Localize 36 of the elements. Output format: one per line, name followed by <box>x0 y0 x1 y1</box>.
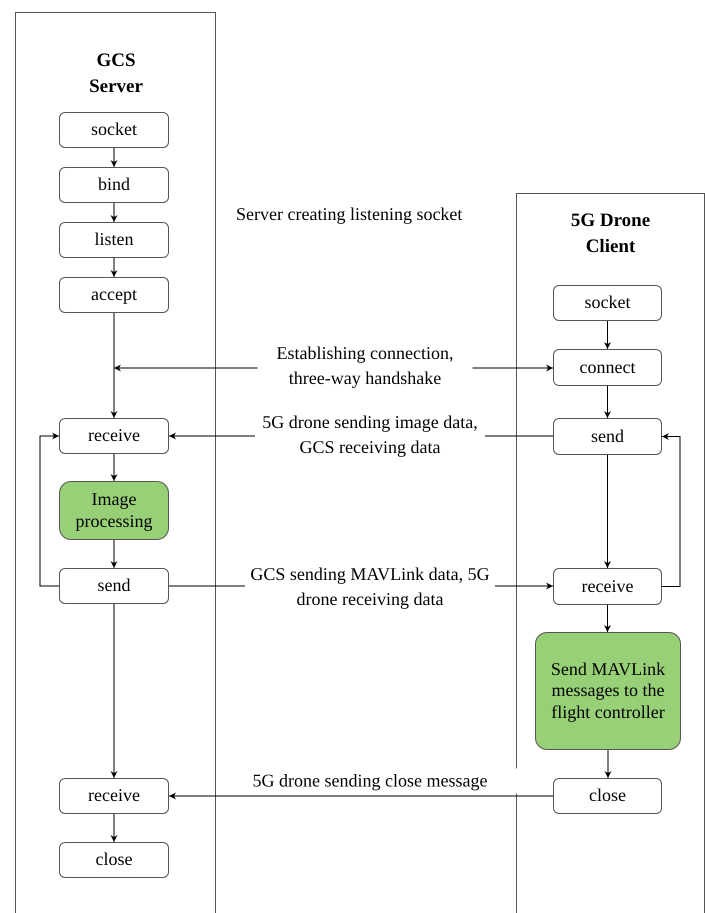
step-box: socket <box>553 285 662 321</box>
arrow <box>110 312 118 418</box>
swimlane <box>516 193 705 913</box>
arrow <box>168 792 554 800</box>
step-box: receive <box>59 418 169 454</box>
step-box: send <box>553 418 662 455</box>
arrow <box>662 433 680 587</box>
arrow <box>110 814 118 842</box>
process-box: Send MAVLink messages to the flight controller <box>535 632 681 750</box>
arrow <box>110 258 118 278</box>
arrow <box>604 604 611 632</box>
step-box: listen <box>59 222 169 258</box>
arrow <box>110 604 118 778</box>
step-box: close <box>59 842 169 878</box>
step-box: receive <box>59 778 169 814</box>
arrow <box>604 320 611 350</box>
arrow <box>40 432 60 586</box>
swimlane <box>15 12 216 913</box>
note-text: Server creating listening socket <box>236 204 462 225</box>
process-box: Image processing <box>59 481 169 540</box>
step-box: send <box>59 568 169 604</box>
arrow <box>110 148 118 168</box>
arrow <box>604 386 611 418</box>
arrow <box>110 454 118 482</box>
step-box: connect <box>553 349 662 386</box>
step-box: bind <box>59 167 169 203</box>
step-box: receive <box>553 568 662 605</box>
arrow <box>604 750 612 778</box>
step-box: close <box>553 778 662 814</box>
arrow <box>110 202 118 222</box>
arrow <box>110 540 118 568</box>
step-box: accept <box>59 277 169 313</box>
arrow <box>604 454 611 568</box>
step-box: socket <box>59 112 169 148</box>
lane-title: 5G Drone Client <box>570 209 652 259</box>
lane-title: GCS Server <box>88 49 144 99</box>
